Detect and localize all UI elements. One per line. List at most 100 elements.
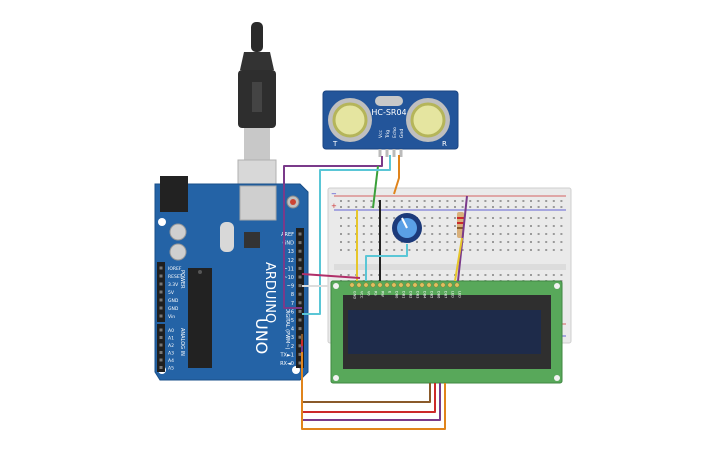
digital-pin[interactable] bbox=[298, 292, 302, 296]
power-pin[interactable] bbox=[159, 274, 163, 278]
analog-header-label: ANALOG IN bbox=[179, 328, 185, 356]
power-pin-label: Vin bbox=[168, 314, 175, 320]
sensor-pin[interactable] bbox=[385, 149, 389, 157]
lcd-pin[interactable] bbox=[370, 282, 376, 288]
lcd-pin[interactable] bbox=[412, 282, 418, 288]
lcd-pin-label: DB3 bbox=[416, 291, 420, 298]
breadboard-plus-mark: + bbox=[331, 202, 337, 210]
lcd-pin[interactable] bbox=[349, 282, 355, 288]
digital-pin-label: ~11 bbox=[283, 266, 294, 272]
power-pin[interactable] bbox=[159, 298, 163, 302]
digital-pin-label: 8 bbox=[291, 292, 294, 298]
digital-pin-label: AREF bbox=[281, 232, 294, 238]
lcd-pin-label: DB2 bbox=[409, 291, 413, 298]
power-pin-label: GND bbox=[168, 298, 179, 304]
digital-pin[interactable] bbox=[298, 266, 302, 270]
digital-pin-label: ~5 bbox=[287, 318, 294, 324]
lcd-pin[interactable] bbox=[405, 282, 411, 288]
lcd-pin-label: VCC bbox=[360, 291, 364, 299]
lcd-pin-label: RS bbox=[374, 291, 378, 296]
sensor-pin[interactable] bbox=[392, 149, 396, 157]
lcd-pin-label: LED bbox=[458, 291, 462, 298]
digital-pin[interactable] bbox=[298, 275, 302, 279]
wire-cyan-pot bbox=[365, 244, 408, 281]
digital-pin[interactable] bbox=[298, 309, 302, 313]
lcd-pin-label: DB4 bbox=[423, 291, 427, 299]
power-pin-label: RESET bbox=[168, 274, 183, 280]
digital-pin[interactable] bbox=[298, 327, 302, 331]
breadboard-minus-mark: − bbox=[331, 190, 337, 198]
power-pin[interactable] bbox=[159, 306, 163, 310]
lcd-pin[interactable] bbox=[447, 282, 453, 288]
lcd-pin[interactable] bbox=[426, 282, 432, 288]
power-pin[interactable] bbox=[159, 290, 163, 294]
lcd-pin[interactable] bbox=[391, 282, 397, 288]
analog-pin-label: A4 bbox=[168, 358, 174, 364]
power-pin-label: IOREF bbox=[168, 266, 182, 272]
potentiometer[interactable] bbox=[392, 213, 422, 243]
digital-pin[interactable] bbox=[298, 318, 302, 322]
lcd-pin-label: DB6 bbox=[437, 291, 441, 298]
wires bbox=[283, 155, 468, 430]
wire-green-vcc bbox=[372, 165, 379, 209]
wire-magenta-rs bbox=[301, 273, 361, 279]
lcd-pin[interactable] bbox=[398, 282, 404, 288]
analog-pin[interactable] bbox=[159, 343, 163, 347]
sensor-pin-label: Gnd bbox=[399, 129, 405, 138]
arduino-board[interactable]: ARDUINO UNO DIGITAL (PWM~) POWER ANALOG … bbox=[154, 176, 309, 381]
analog-pin[interactable] bbox=[159, 336, 163, 339]
lcd-pin[interactable] bbox=[363, 282, 369, 288]
wire-purple-trig bbox=[283, 156, 383, 309]
digital-pin-label: GND bbox=[283, 241, 295, 247]
digital-pin-label: ~10 bbox=[283, 275, 294, 281]
analog-pin[interactable] bbox=[159, 328, 163, 332]
digital-pin-label: 7 bbox=[291, 301, 294, 307]
lcd-pin-label: DB1 bbox=[402, 291, 406, 298]
digital-pin-label: ~6 bbox=[287, 309, 294, 315]
analog-pin[interactable] bbox=[159, 358, 163, 362]
power-pin[interactable] bbox=[159, 282, 163, 286]
lcd-pin-label: V0 bbox=[367, 291, 371, 296]
lcd-pin[interactable] bbox=[384, 282, 390, 288]
power-pin[interactable] bbox=[159, 314, 163, 318]
lcd-pin[interactable] bbox=[356, 282, 362, 288]
digital-pin[interactable] bbox=[298, 335, 302, 339]
analog-pin-label: A2 bbox=[168, 343, 174, 349]
digital-pin[interactable] bbox=[298, 301, 302, 305]
lcd-pin[interactable] bbox=[454, 282, 460, 288]
digital-pin[interactable] bbox=[298, 249, 302, 253]
analog-pin[interactable] bbox=[159, 351, 163, 354]
digital-pin[interactable] bbox=[298, 352, 302, 356]
sensor-pin[interactable] bbox=[399, 149, 403, 157]
wire-cyan-echo bbox=[302, 155, 391, 315]
lcd-pin[interactable] bbox=[440, 282, 446, 288]
lcd-pin[interactable] bbox=[377, 282, 383, 288]
digital-pin[interactable] bbox=[298, 344, 302, 348]
digital-pin-label: ~9 bbox=[287, 284, 294, 290]
digital-pin[interactable] bbox=[298, 361, 302, 365]
lcd-pin[interactable] bbox=[419, 282, 425, 288]
digital-pin[interactable] bbox=[298, 258, 302, 262]
analog-pin-label: A3 bbox=[168, 351, 174, 357]
analog-pin-label: A5 bbox=[168, 366, 174, 372]
sensor-left-mark: T bbox=[332, 140, 338, 148]
sensor-pin[interactable] bbox=[378, 149, 382, 157]
digital-pin[interactable] bbox=[298, 232, 302, 236]
power-pin[interactable] bbox=[159, 266, 163, 270]
arduino-brand-label: ARDUINO bbox=[262, 262, 277, 323]
lcd-pin-label: GND bbox=[353, 291, 357, 299]
analog-pin[interactable] bbox=[159, 366, 163, 369]
lcd-pin-label: DB0 bbox=[395, 291, 399, 298]
power-header-label: POWER bbox=[179, 270, 185, 289]
digital-pin[interactable] bbox=[298, 284, 302, 288]
digital-pin[interactable] bbox=[298, 241, 302, 245]
lcd-pin[interactable] bbox=[433, 282, 439, 288]
lcd-pin-label: LED bbox=[451, 291, 455, 298]
analog-pin-label: A1 bbox=[168, 336, 174, 342]
